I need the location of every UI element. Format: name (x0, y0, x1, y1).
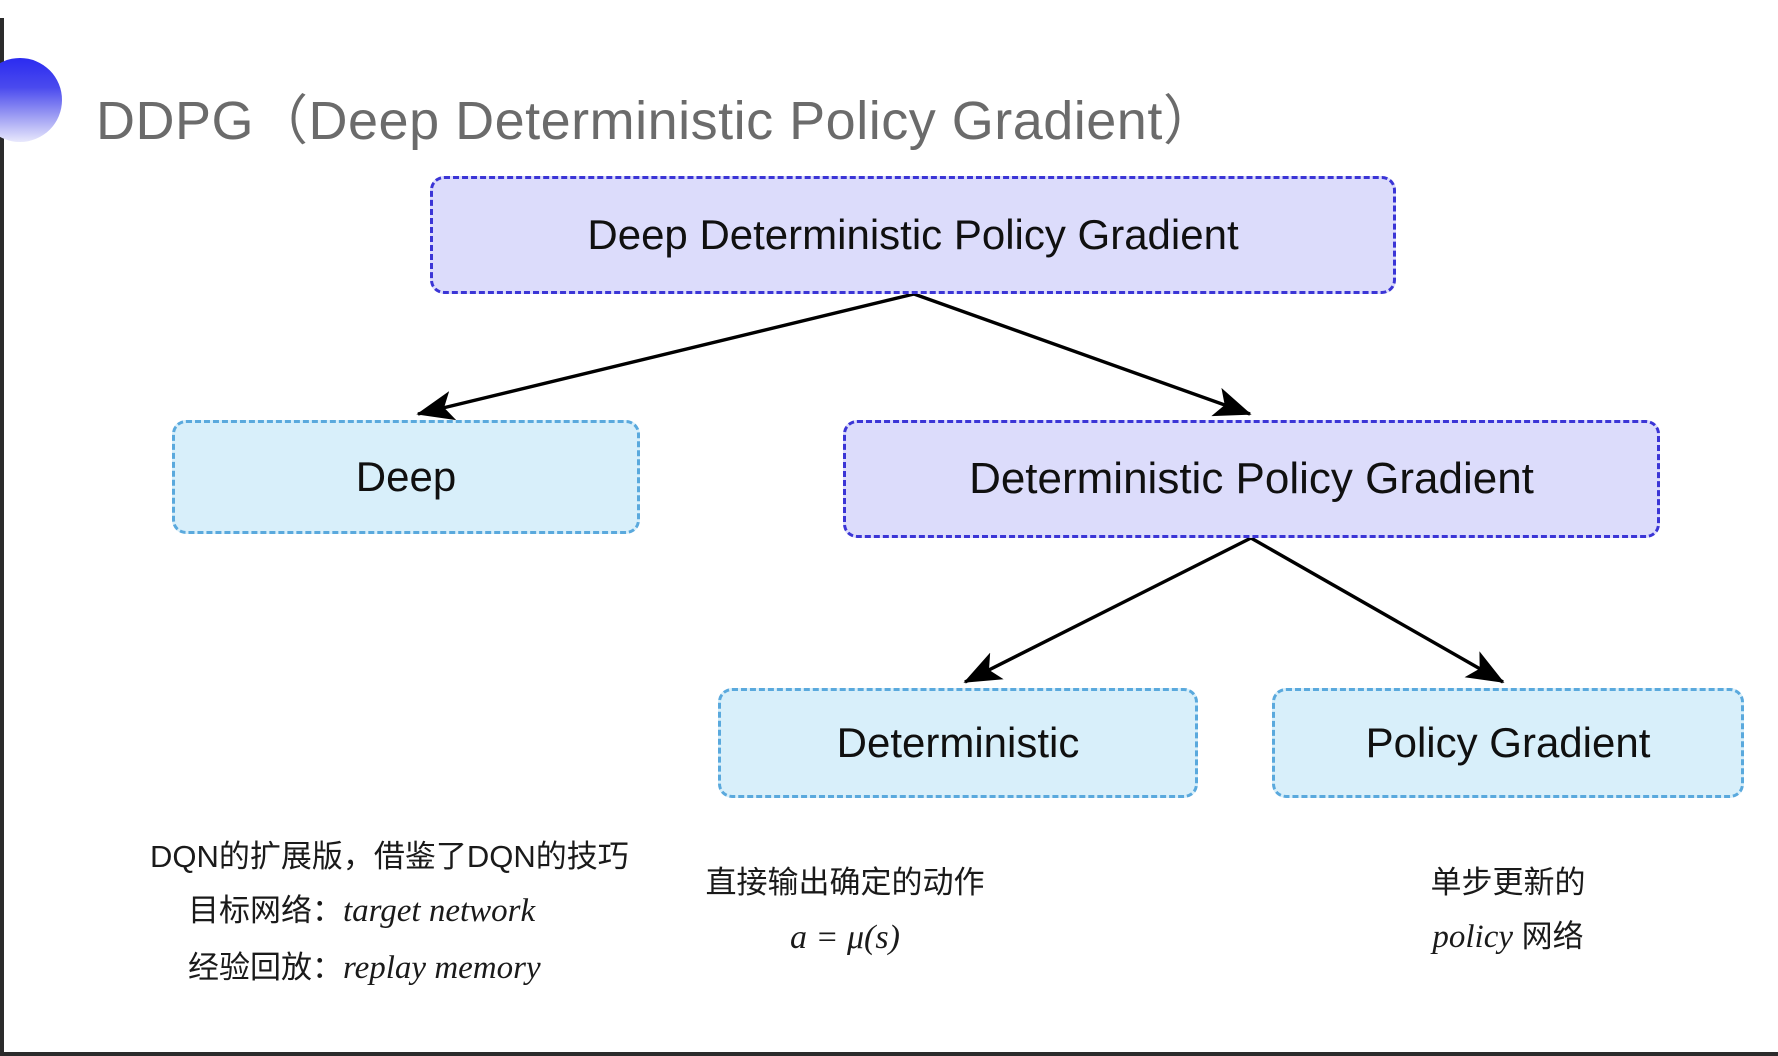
caption-policy-gradient-term: policy (1432, 919, 1513, 956)
node-label: Deterministic Policy Gradient (969, 453, 1534, 503)
node-policy-gradient[interactable]: Policy Gradient (1272, 688, 1744, 798)
node-deep[interactable]: Deep (172, 420, 640, 534)
node-label: Deep (355, 452, 457, 500)
caption-deep-line3-value: replay memory (343, 950, 541, 987)
caption-deep-line1: DQN的扩展版，借鉴了DQN的技巧 (150, 839, 629, 874)
node-label: Deep Deterministic Policy Gradient (587, 210, 1239, 258)
node-label: Policy Gradient (1365, 718, 1651, 766)
node-label: Deterministic (836, 718, 1080, 766)
edge-root-to-dpg (913, 292, 1252, 417)
caption-deep-line3: 经验回放：replay memory (150, 940, 629, 997)
caption-deterministic: 直接输出确定的动作 a = μ(s) (706, 856, 985, 968)
node-deterministic[interactable]: Deterministic (718, 688, 1198, 798)
caption-policy-gradient-line2: policy 网络 (1431, 909, 1586, 966)
caption-deep-line2-value: target network (343, 893, 536, 930)
title-bullet-circle-icon (0, 58, 62, 142)
caption-deep-line2: 目标网络：target network (150, 883, 629, 940)
caption-deep-line3-label: 经验回放： (188, 950, 343, 986)
edge-dpg-to-policy-gradient (1250, 536, 1505, 684)
caption-policy-gradient-line1: 单步更新的 (1430, 865, 1586, 900)
caption-deep: DQN的扩展版，借鉴了DQN的技巧 目标网络：target network 经验… (150, 830, 629, 997)
caption-policy-gradient-suffix: 网络 (1513, 919, 1584, 955)
edge-root-to-deep (416, 292, 915, 421)
caption-deterministic-formula: a = μ(s) (790, 919, 900, 957)
slide-left-border (0, 18, 4, 1056)
node-deterministic-policy-gradient[interactable]: Deterministic Policy Gradient (843, 420, 1660, 538)
caption-deterministic-line1: 直接输出确定的动作 (705, 865, 985, 900)
node-deep-deterministic-policy-gradient[interactable]: Deep Deterministic Policy Gradient (430, 176, 1396, 294)
page-title: DDPG（Deep Deterministic Policy Gradient） (96, 91, 1218, 151)
edge-dpg-to-deterministic (963, 536, 1252, 684)
slide-bottom-border (0, 1052, 1778, 1056)
caption-deep-line2-label: 目标网络： (188, 893, 343, 929)
caption-policy-gradient: 单步更新的 policy 网络 (1431, 856, 1586, 966)
